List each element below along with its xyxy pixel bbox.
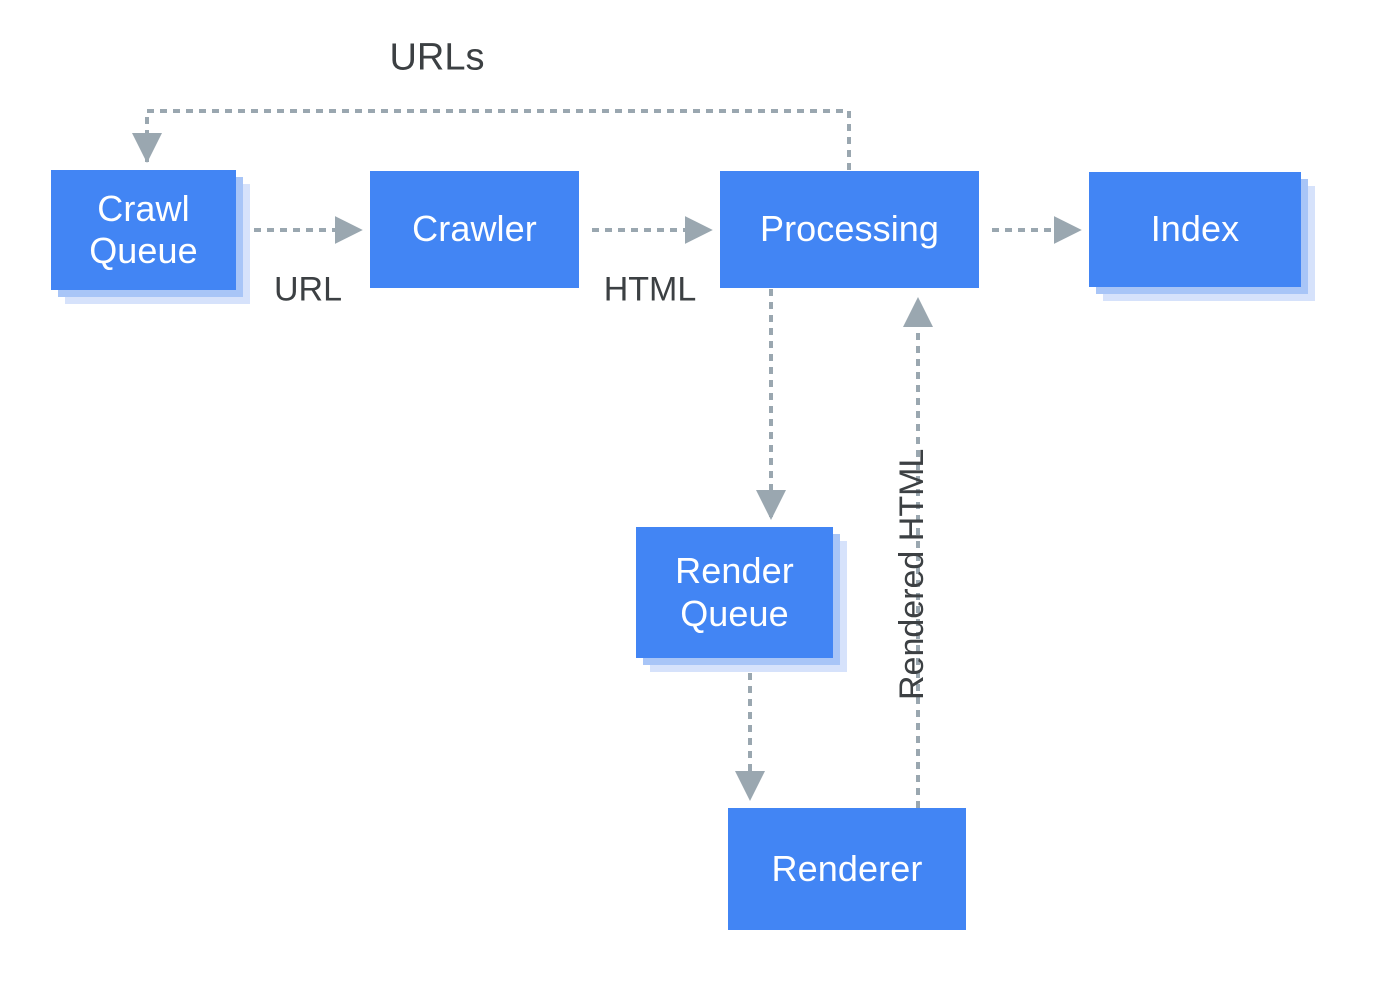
- node-index-label: Index: [1150, 208, 1240, 250]
- edge-label-urls: URLs: [389, 36, 485, 79]
- node-renderer-label: Renderer: [771, 847, 923, 889]
- node-render-queue[interactable]: Render Queue: [636, 527, 833, 658]
- edge-label-html: HTML: [603, 270, 697, 309]
- node-processing[interactable]: Processing: [720, 171, 979, 288]
- node-crawler-label: Crawler: [412, 208, 537, 250]
- edge-label-rendered-html: Rendered HTML: [893, 448, 931, 700]
- node-processing-label: Processing: [759, 208, 940, 250]
- node-crawl-queue[interactable]: Crawl Queue: [51, 170, 236, 290]
- node-render-queue-label: Render Queue: [675, 550, 794, 634]
- node-renderer[interactable]: Renderer: [728, 808, 966, 930]
- edge-label-url: URL: [273, 270, 343, 309]
- node-crawler[interactable]: Crawler: [370, 171, 579, 288]
- edge-processing-to-crawlqueue: [132, 109, 851, 170]
- node-crawl-queue-label: Crawl Queue: [89, 187, 198, 271]
- node-index[interactable]: Index: [1089, 172, 1301, 287]
